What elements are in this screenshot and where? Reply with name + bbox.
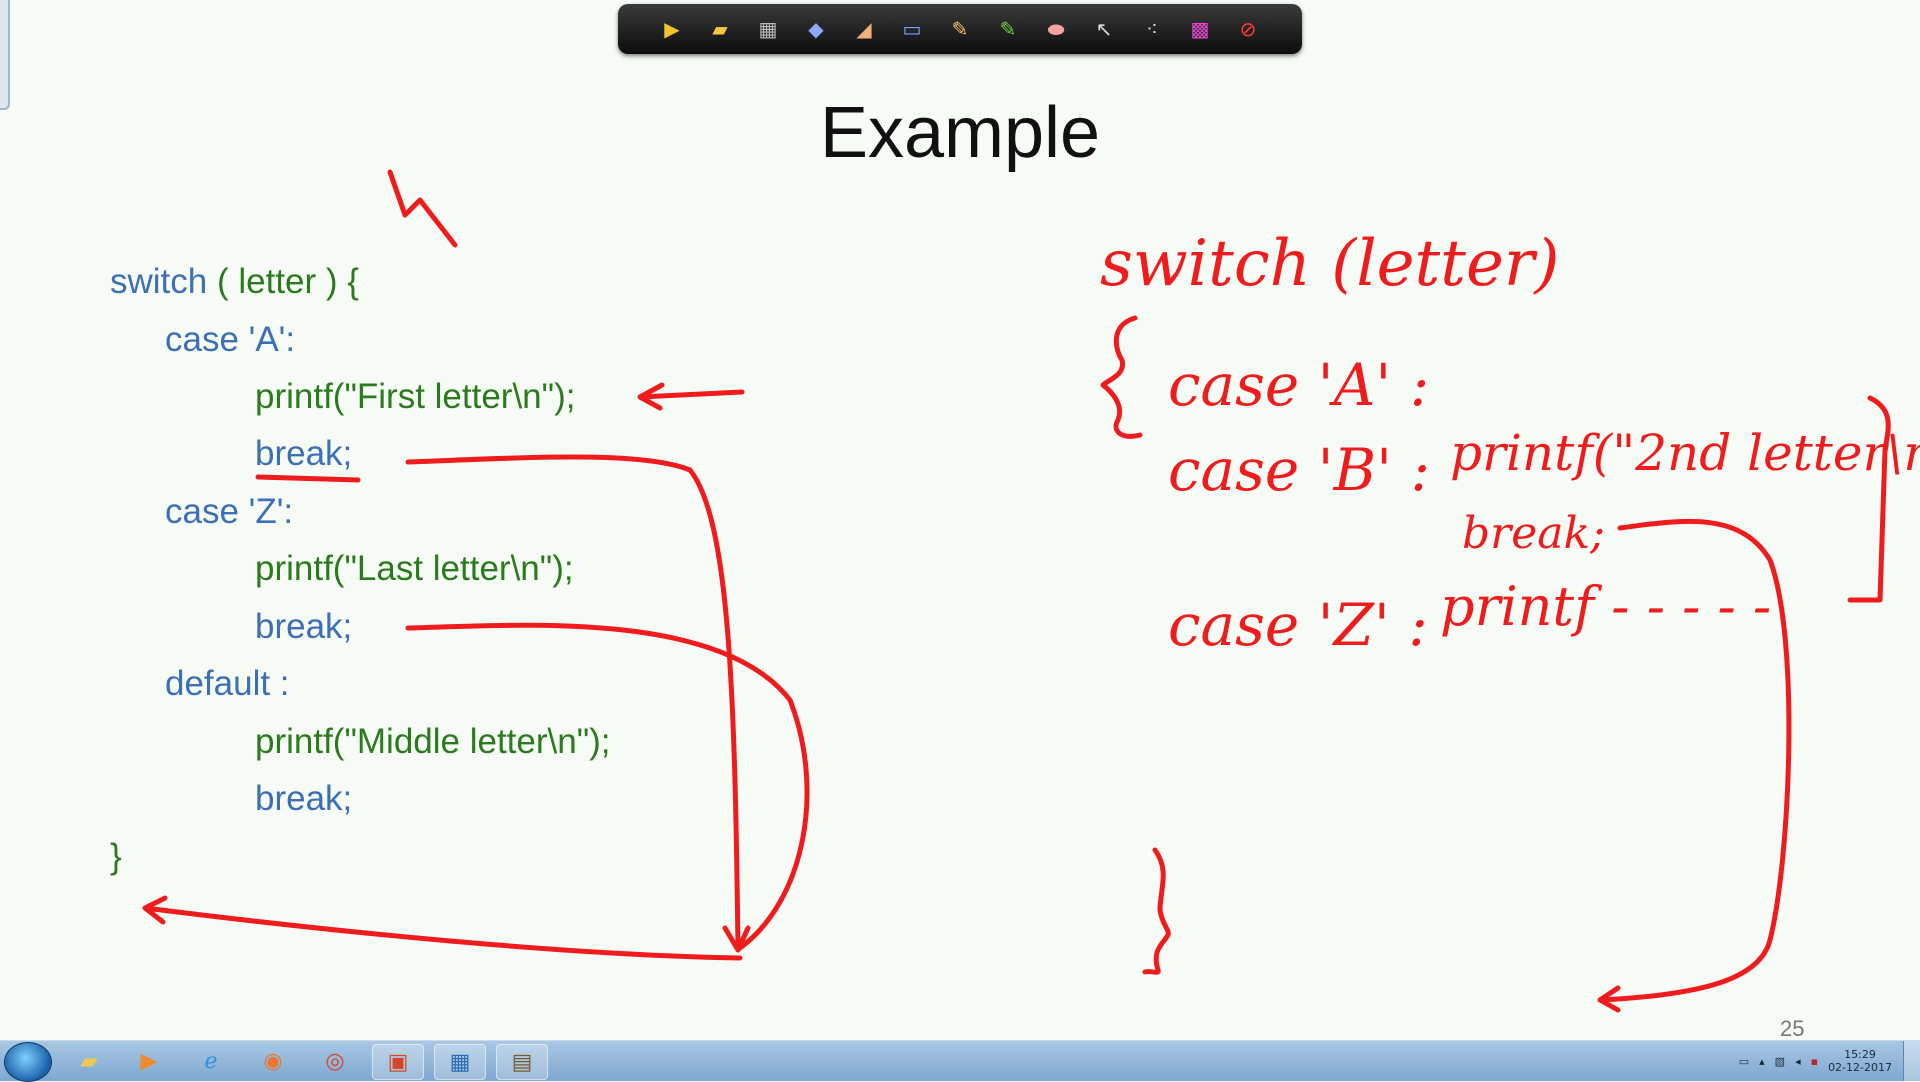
code-line-printf-middle: printf("Middle letter\n"); bbox=[255, 722, 611, 761]
color-picker-icon[interactable]: ▩ bbox=[1190, 17, 1210, 41]
clock-date: 02-12-2017 bbox=[1828, 1061, 1892, 1074]
tray-expand-icon[interactable]: ▴ bbox=[1759, 1054, 1765, 1068]
code-line-case-a: case 'A': bbox=[165, 320, 296, 359]
highlighter-icon[interactable]: ◢ bbox=[856, 17, 872, 41]
internet-explorer-icon[interactable]: ℯ bbox=[204, 1048, 218, 1074]
code-line-case-z: case 'Z': bbox=[165, 492, 294, 531]
pointer-arrow-icon[interactable]: ▶ bbox=[664, 17, 680, 41]
slide-number: 25 bbox=[1780, 1016, 1805, 1041]
ink-underline-break bbox=[255, 474, 361, 483]
code-line-switch: switch ( letter ) { bbox=[110, 262, 359, 302]
tray-network-icon[interactable]: ▧ bbox=[1774, 1054, 1786, 1068]
explorer-icon[interactable]: ▰ bbox=[80, 1048, 98, 1074]
handwritten-printf-b: printf("2nd letter\n"); bbox=[1450, 424, 1920, 482]
tray-keyboard-icon[interactable]: ▭ bbox=[1738, 1054, 1750, 1068]
pencil-icon[interactable]: ✎ bbox=[951, 17, 969, 41]
switch-condition: ( letter ) { bbox=[207, 262, 359, 301]
handwritten-case-b: case 'B' : bbox=[1168, 436, 1430, 504]
cursor-icon[interactable]: ↖ bbox=[1095, 17, 1113, 41]
stop-icon[interactable]: ⊘ bbox=[1239, 17, 1257, 41]
eraser-icon[interactable]: ⬬ bbox=[1047, 17, 1065, 41]
tray-volume-icon[interactable]: ◂ bbox=[1795, 1054, 1801, 1068]
handwritten-printf-z: printf - - - - - bbox=[1440, 575, 1771, 638]
archive-icon[interactable]: ▤ bbox=[496, 1044, 548, 1080]
ink-bracket-right bbox=[1847, 395, 1891, 603]
handwritten-switch-line: switch (letter) bbox=[1100, 227, 1559, 301]
ink-arrow-break-1 bbox=[405, 454, 751, 953]
handwritten-break-b: break; bbox=[1462, 508, 1605, 559]
code-line-printf-first: printf("First letter\n"); bbox=[255, 377, 576, 416]
ink-arrow-right-break bbox=[1597, 518, 1792, 1013]
ink-annotations: switch (letter) case 'A' : case 'B' : pr… bbox=[142, 169, 1920, 1013]
green-marker-icon[interactable]: ✎ bbox=[999, 17, 1017, 41]
side-panel-tab[interactable] bbox=[0, 0, 10, 110]
handwritten-case-a: case 'A' : bbox=[1168, 351, 1429, 419]
slide-canvas: ▶ ▰ ▦ ◆ ◢ ▭ ✎ ✎ ⬬ ↖ ⁖ ▩ ⊘ Example switch… bbox=[0, 0, 1920, 1041]
switch-keyword: switch bbox=[110, 262, 208, 301]
clock-time: 15:29 bbox=[1844, 1048, 1876, 1061]
ink-open-brace-right bbox=[1100, 315, 1143, 439]
code-line-break-1: break; bbox=[255, 434, 353, 473]
code-line-break-2: break; bbox=[255, 607, 353, 646]
show-desktop-button[interactable] bbox=[1903, 1041, 1920, 1081]
app-icon[interactable]: ▦ bbox=[434, 1044, 486, 1080]
ink-arrow-first-printf bbox=[637, 382, 745, 411]
code-line-default: default : bbox=[165, 664, 290, 703]
ink-arrow-break-2 bbox=[405, 622, 810, 951]
powerpoint-icon[interactable]: ▣ bbox=[372, 1044, 424, 1080]
slides-icon[interactable]: ▦ bbox=[758, 17, 778, 41]
start-button[interactable] bbox=[4, 1042, 52, 1082]
annotation-toolbar: ▶ ▰ ▦ ◆ ◢ ▭ ✎ ✎ ⬬ ↖ ⁖ ▩ ⊘ bbox=[618, 4, 1302, 54]
firefox-icon[interactable]: ◉ bbox=[263, 1048, 283, 1074]
taskbar-clock[interactable]: 15:29 02-12-2017 bbox=[1828, 1048, 1892, 1074]
screen-icon[interactable]: ▭ bbox=[902, 17, 922, 41]
code-line-break-3: break; bbox=[255, 779, 353, 818]
ink-close-brace-right bbox=[1142, 847, 1171, 975]
media-player-icon[interactable]: ▶ bbox=[140, 1048, 158, 1074]
code-line-printf-last: printf("Last letter\n"); bbox=[255, 549, 574, 588]
tray-alert-icon[interactable]: ▪ bbox=[1810, 1054, 1819, 1068]
dots-icon[interactable]: ⁖ bbox=[1146, 17, 1158, 41]
system-tray: ▭ ▴ ▧ ◂ ▪ 15:29 02-12-2017 bbox=[1739, 1045, 1892, 1077]
code-line-close-brace: } bbox=[110, 837, 122, 876]
slide-title: Example bbox=[819, 93, 1101, 173]
pen-icon[interactable]: ◆ bbox=[808, 17, 824, 41]
folder-icon[interactable]: ▰ bbox=[712, 17, 728, 41]
handwritten-case-z: case 'Z' : bbox=[1168, 591, 1428, 659]
taskbar: ▰ ▶ ℯ ◉ ◎ ▣ ▦ ▤ ▭ ▴ ▧ ◂ ▪ 15:29 02-12-20… bbox=[0, 1040, 1920, 1082]
ink-arrow-bottom-return bbox=[142, 895, 743, 961]
chrome-icon[interactable]: ◎ bbox=[325, 1048, 345, 1074]
ink-tick-mark bbox=[387, 169, 458, 248]
